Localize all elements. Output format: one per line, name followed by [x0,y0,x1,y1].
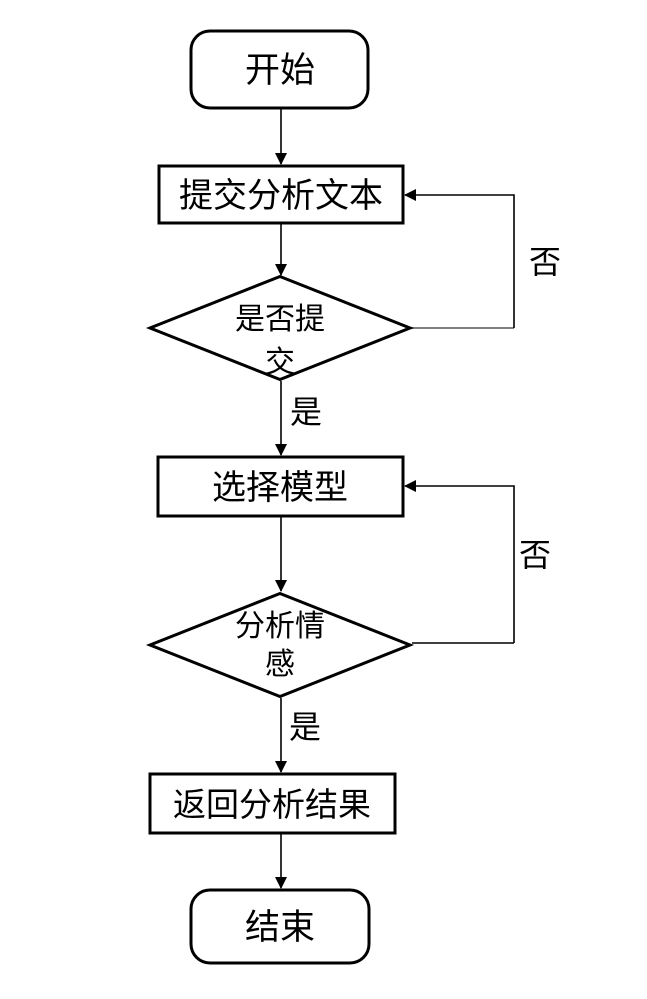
return-result-node-label: 返回分析结果 [173,786,371,823]
select-model-node [156,455,405,518]
edge-label-yes-2: 是 [289,709,321,745]
return-result-node [148,772,397,835]
submit-text-node-label: 提交分析文本 [179,177,383,215]
edge-label-no-1: 否 [529,244,561,280]
submit-text-node [157,164,405,225]
decision-analyze-label-line1: 分析情 [235,610,325,643]
decision-analyze-node [145,591,415,699]
end-node-label: 结束 [245,908,315,947]
edge-decision1-no-loop [404,189,515,328]
edge-label-yes-1: 是 [290,394,322,430]
end-node [189,888,371,965]
decision-analyze-label-line2: 感 [265,648,295,681]
select-model-node-label: 选择模型 [212,469,348,507]
start-node [189,29,370,110]
decision-submit-label-line2: 交 [265,346,295,379]
decision-submit-label-line1: 是否提 [235,303,325,336]
start-node-label: 开始 [245,51,315,90]
edge-label-no-2: 否 [519,537,551,573]
edge-decision2-no-loop [404,480,515,643]
decision-submit-node [145,274,415,382]
